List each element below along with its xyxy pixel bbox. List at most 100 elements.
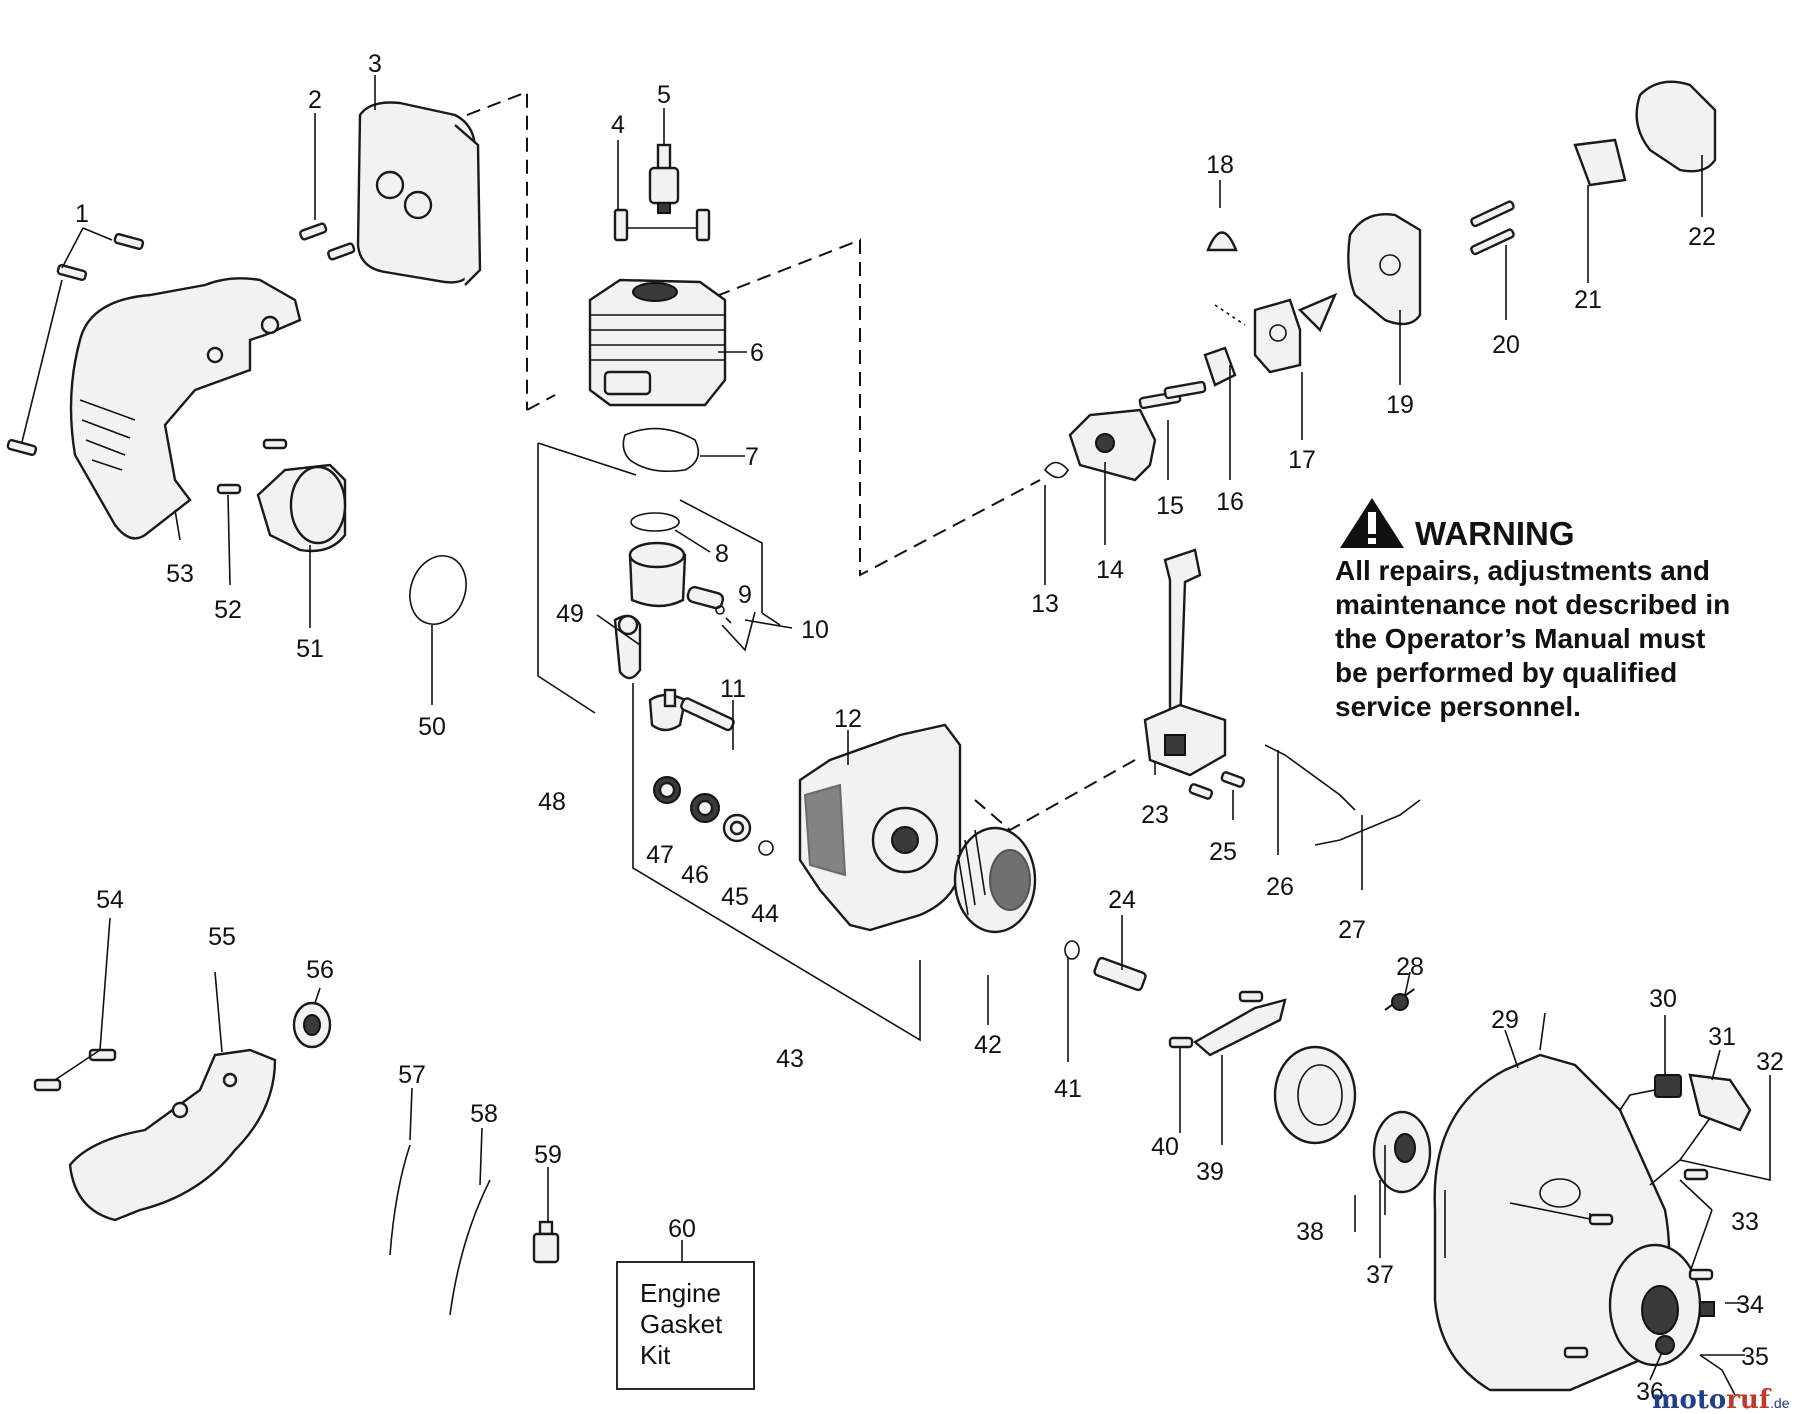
- warning-line-1: All repairs, adjustments and: [1335, 555, 1710, 586]
- part-14-intake: [1068, 408, 1157, 482]
- part-19-air-filter-base: [1347, 213, 1422, 326]
- part-56-nut: [292, 1001, 332, 1049]
- part-22-air-filter-cover: [1635, 80, 1717, 173]
- callout-52: 52: [214, 596, 242, 624]
- callout-30: 30: [1649, 985, 1677, 1013]
- part-42-flywheel: [953, 826, 1037, 934]
- callout-41: 41: [1054, 1075, 1082, 1103]
- watermark-logo: motoruf.de: [1652, 1385, 1790, 1414]
- part-41-washer: [1064, 940, 1080, 960]
- part-52-screws: [216, 438, 288, 495]
- callout-60: 60: [668, 1215, 696, 1243]
- callout-3: 3: [368, 50, 382, 78]
- callout-31: 31: [1708, 1023, 1736, 1051]
- assembly-dashed-lines: [466, 90, 1421, 1011]
- callout-26: 26: [1266, 873, 1294, 901]
- callout-53: 53: [166, 560, 194, 588]
- warning-line-2: maintenance not described in: [1335, 589, 1730, 620]
- callout-43: 43: [776, 1045, 804, 1073]
- callout-11: 11: [720, 675, 746, 703]
- callout-28: 28: [1396, 953, 1424, 981]
- warning-triangle-icon: [1340, 498, 1404, 548]
- callout-38: 38: [1296, 1218, 1324, 1246]
- callout-47: 47: [646, 841, 674, 869]
- part-31-handle: [1649, 1073, 1752, 1186]
- watermark-part-a: moto: [1652, 1385, 1726, 1414]
- callout-39: 39: [1196, 1158, 1224, 1186]
- engine-gasket-kit-box: Engine Gasket Kit: [616, 1261, 755, 1390]
- part-37-spring: [1372, 1110, 1432, 1194]
- callout-49: 49: [556, 600, 584, 628]
- part-26-27-wires: [1264, 744, 1421, 846]
- callout-27: 27: [1338, 916, 1366, 944]
- callout-17: 17: [1288, 446, 1316, 474]
- callout-2: 2: [308, 86, 322, 114]
- callout-10: 10: [801, 616, 829, 644]
- callout-36: 36: [1636, 1378, 1664, 1406]
- part-11-crankshaft: [648, 688, 735, 732]
- part-24-spacer: [1093, 956, 1147, 992]
- part-17-carburetor: [1253, 292, 1338, 374]
- part-9-pin: [686, 585, 725, 615]
- svg-text:motoruf.de: motoruf.de: [1652, 1385, 1790, 1414]
- callout-42: 42: [974, 1031, 1002, 1059]
- callout-54: 54: [96, 886, 124, 914]
- callout-23: 23: [1141, 801, 1169, 829]
- watermark-part-b: ruf: [1726, 1385, 1772, 1414]
- warning-line-4: be performed by qualified: [1335, 657, 1677, 688]
- warning-title: WARNING: [1415, 515, 1575, 552]
- part-21-air-filter: [1573, 138, 1627, 187]
- part-25-screws: [1188, 771, 1246, 800]
- part-28-nut: [1391, 993, 1409, 1011]
- part-47-46-45-44-bearings: [653, 776, 774, 856]
- kit-line-3: Kit: [640, 1340, 671, 1370]
- callout-14: 14: [1096, 556, 1124, 584]
- part-58-fuel-line: [449, 1179, 491, 1316]
- part-30-switch: [1619, 1074, 1682, 1111]
- part-15-screws: [1138, 380, 1207, 410]
- part-34-nut: [1699, 1301, 1715, 1317]
- watermark-part-c: .de: [1770, 1395, 1790, 1411]
- warning-block: WARNING All repairs, adjustments and mai…: [1335, 498, 1730, 722]
- part-23-ignition-module: [1143, 548, 1227, 777]
- callout-45: 45: [721, 883, 749, 911]
- bracket-lines: [537, 442, 921, 1042]
- callout-25: 25: [1209, 838, 1237, 866]
- part-55-shield: [68, 1048, 277, 1222]
- callout-numbers: 1 2 3 4 5 6 7 8 9 10 11 12 13 14 15 16 1…: [75, 50, 1784, 1406]
- leader-lines: [21, 75, 1771, 1381]
- warning-line-3: the Operator’s Manual must: [1335, 623, 1705, 654]
- callout-48: 48: [538, 788, 566, 816]
- callout-8: 8: [715, 540, 729, 568]
- part-2-screws: [299, 222, 356, 261]
- callout-50: 50: [418, 713, 446, 741]
- callout-22: 22: [1688, 223, 1716, 251]
- callout-58: 58: [470, 1100, 498, 1128]
- part-20-screws: [1470, 200, 1515, 256]
- callout-46: 46: [681, 861, 709, 889]
- callout-15: 15: [1156, 492, 1184, 520]
- part-59-fuel-filter: [532, 1220, 560, 1264]
- callout-18: 18: [1206, 151, 1234, 179]
- callout-34: 34: [1736, 1291, 1764, 1319]
- callout-37: 37: [1366, 1261, 1394, 1289]
- warning-line-5: service personnel.: [1335, 691, 1581, 722]
- part-13-oring: [1043, 461, 1069, 479]
- kit-line-1: Engine: [640, 1278, 721, 1308]
- callout-9: 9: [738, 581, 752, 609]
- part-1-screws: [6, 232, 145, 456]
- callout-12: 12: [834, 705, 862, 733]
- part-8-ring: [630, 512, 680, 532]
- callout-51: 51: [296, 635, 324, 663]
- part-10-piston: [628, 541, 687, 608]
- callout-56: 56: [306, 956, 334, 984]
- part-39-40-bracket: [1168, 990, 1287, 1057]
- part-51-clutch: [256, 463, 347, 553]
- part-38-pulley: [1273, 1045, 1357, 1145]
- part-33-screws: [1563, 1168, 1714, 1359]
- callout-6: 6: [750, 339, 764, 367]
- kit-line-2: Gasket: [640, 1309, 723, 1339]
- part-50-oring: [409, 555, 467, 625]
- callout-35: 35: [1741, 1343, 1769, 1371]
